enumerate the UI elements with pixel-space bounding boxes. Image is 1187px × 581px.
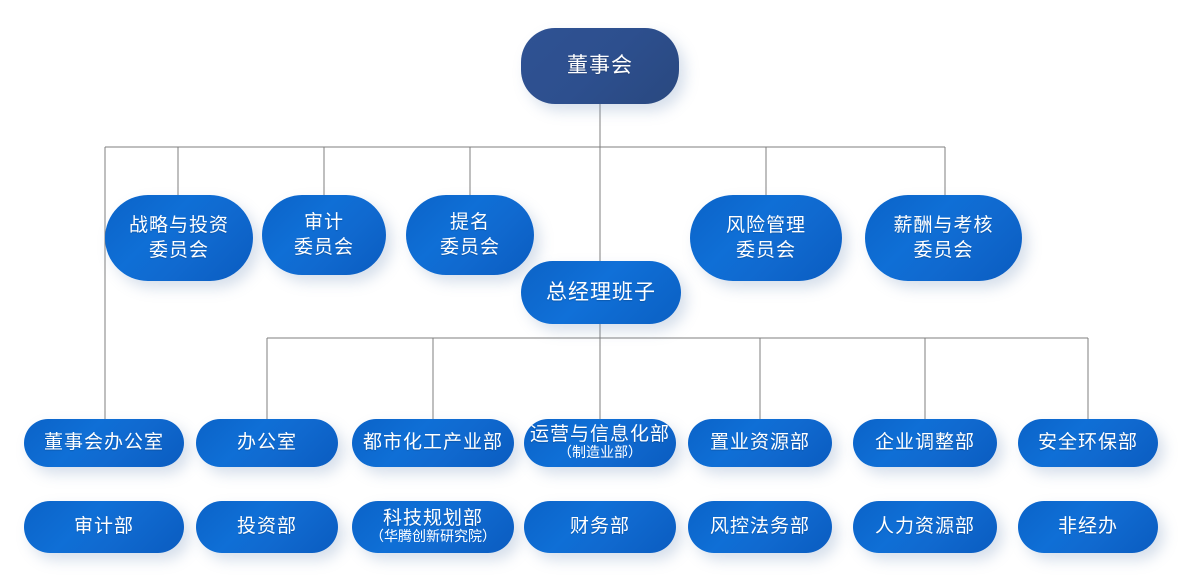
node-compensation-appraisal-committee-label: 薪酬与考核 委员会 [893, 214, 994, 261]
node-nomination-committee[interactable]: 提名 委员会 [406, 195, 534, 275]
node-gm-team-label: 总经理班子 [546, 279, 656, 304]
node-enterprise-restructuring[interactable]: 企业调整部 [853, 419, 997, 467]
node-gm-team[interactable]: 总经理班子 [521, 261, 681, 324]
node-safety-environment[interactable]: 安全环保部 [1018, 419, 1158, 467]
node-urban-chemical-industry[interactable]: 都市化工产业部 [352, 419, 514, 467]
node-compensation-appraisal-committee[interactable]: 薪酬与考核 委员会 [865, 195, 1022, 281]
node-board[interactable]: 董事会 [521, 28, 679, 104]
node-safety-environment-label: 安全环保部 [1037, 432, 1138, 454]
node-nomination-committee-label: 提名 委员会 [439, 211, 500, 258]
node-risk-management-committee[interactable]: 风险管理 委员会 [690, 195, 842, 281]
node-property-resources-label: 置业资源部 [709, 432, 810, 454]
node-office[interactable]: 办公室 [196, 419, 338, 467]
node-finance-dept[interactable]: 财务部 [524, 501, 676, 553]
node-urban-chemical-industry-label: 都市化工产业部 [362, 432, 503, 454]
node-audit-committee-label: 审计 委员会 [293, 211, 354, 258]
node-audit-dept-label: 审计部 [73, 516, 134, 538]
node-finance-dept-label: 财务部 [569, 516, 630, 538]
node-risk-management-committee-label: 风险管理 委员会 [725, 214, 806, 261]
node-tech-planning-dept[interactable]: 科技规划部 （华腾创新研究院） [352, 501, 514, 553]
node-strategy-investment-committee[interactable]: 战略与投资 委员会 [105, 195, 253, 281]
node-operations-informatization[interactable]: 运营与信息化部 （制造业部） [524, 419, 676, 467]
node-risk-legal-dept-label: 风控法务部 [709, 516, 810, 538]
node-board-office[interactable]: 董事会办公室 [24, 419, 184, 467]
node-operations-informatization-label: 运营与信息化部 [529, 423, 670, 445]
node-non-operating-dept-label: 非经办 [1057, 516, 1118, 538]
node-human-resources-dept-label: 人力资源部 [874, 516, 975, 538]
node-non-operating-dept[interactable]: 非经办 [1018, 501, 1158, 553]
node-risk-legal-dept[interactable]: 风控法务部 [688, 501, 832, 553]
node-audit-dept[interactable]: 审计部 [24, 501, 184, 553]
node-tech-planning-dept-sublabel: （华腾创新研究院） [370, 529, 496, 545]
node-board-office-label: 董事会办公室 [43, 432, 164, 454]
node-investment-dept-label: 投资部 [236, 516, 297, 538]
node-enterprise-restructuring-label: 企业调整部 [874, 432, 975, 454]
node-investment-dept[interactable]: 投资部 [196, 501, 338, 553]
node-property-resources[interactable]: 置业资源部 [688, 419, 832, 467]
node-tech-planning-dept-label: 科技规划部 [382, 507, 483, 529]
node-audit-committee[interactable]: 审计 委员会 [262, 195, 386, 275]
node-board-label: 董事会 [567, 53, 633, 78]
node-office-label: 办公室 [236, 432, 297, 454]
node-strategy-investment-committee-label: 战略与投资 委员会 [128, 214, 229, 261]
node-human-resources-dept[interactable]: 人力资源部 [853, 501, 997, 553]
node-operations-informatization-sublabel: （制造业部） [558, 445, 642, 461]
